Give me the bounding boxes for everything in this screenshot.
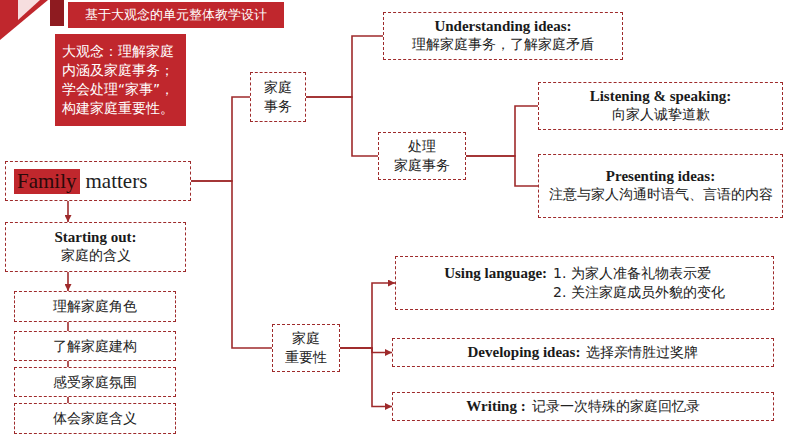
box-heading: Understanding ideas: [434,18,571,35]
box-text: 了解家庭建构 [53,337,137,356]
title-band: 基于大观念的单元整体教学设计 [68,2,284,28]
connector [340,348,392,407]
topic-box: Writing : 记录一次特殊的家庭回忆录 [392,392,774,421]
connector [466,156,538,186]
topic-box: 理解家庭角色 [14,291,176,322]
box-text: 选择亲情胜过奖牌 [586,343,698,362]
connector [67,322,69,331]
box-heading: Using language: [444,265,547,282]
box-text: 2. 关注家庭成员外貌的变化 [553,283,725,302]
title-tab [50,0,64,26]
box-heading: Starting out: [54,229,136,246]
title-text: 基于大观念的单元整体教学设计 [85,6,267,24]
box-heading: Presenting ideas: [606,168,715,185]
corner-triangle [0,0,48,40]
topic-box: 家庭 事务 [250,72,306,122]
connector [67,272,69,291]
box-text: 处理 家庭事务 [387,137,457,175]
box-heading: Listening & speaking: [590,88,732,105]
root-box: Familymatters [5,161,191,201]
box-text: 家庭 重要性 [281,329,331,367]
box-text: 家庭的含义 [61,246,131,265]
topic-box: Understanding ideas:理解家庭事务，了解家庭矛盾 [383,12,623,60]
topic-box: 处理 家庭事务 [378,132,466,180]
connector [340,283,395,348]
box-text: 1. 为家人准备礼物表示爱 [553,264,725,283]
box-text: 家庭 事务 [259,78,297,116]
box-heading: Family [14,169,80,194]
connector [306,97,378,156]
corner-fold [18,0,40,20]
box-text: 向家人诚挚道歉 [612,105,710,124]
box-text: matters [86,169,148,194]
box-text: 理解家庭事务，了解家庭矛盾 [412,35,594,54]
connector [466,106,538,156]
connector [67,201,69,222]
topic-box: 家庭 重要性 [272,324,340,372]
topic-box: 了解家庭建构 [14,331,176,361]
topic-box: Presenting ideas:注意与家人沟通时语气、言语的内容 [538,154,783,218]
connector [191,181,272,348]
starting-box: Starting out:家庭的含义 [5,222,186,272]
box-text: 体会家庭含义 [53,409,137,428]
topic-box: Listening & speaking:向家人诚挚道歉 [538,82,783,130]
box-text: 感受家庭氛围 [53,373,137,392]
connector [191,97,250,181]
topic-box: 感受家庭氛围 [14,367,176,397]
big-idea-box: 大观念：理解家庭内涵及家庭事务；学会处理“家事”，构建家庭重要性。 [55,34,186,126]
topic-box: Developing ideas: 选择亲情胜过奖牌 [392,338,774,367]
box-text: 大观念：理解家庭内涵及家庭事务；学会处理“家事”，构建家庭重要性。 [62,42,179,118]
topic-box: Using language: 1. 为家人准备礼物表示爱2. 关注家庭成员外貌的… [395,256,774,310]
box-heading: Writing : [466,398,525,415]
connector [306,36,383,97]
box-text: 注意与家人沟通时语气、言语的内容 [549,185,773,204]
box-text: 理解家庭角色 [53,297,137,316]
topic-box: 体会家庭含义 [14,403,176,434]
box-text: 记录一次特殊的家庭回忆录 [532,397,700,416]
box-heading: Developing ideas: [468,344,581,361]
